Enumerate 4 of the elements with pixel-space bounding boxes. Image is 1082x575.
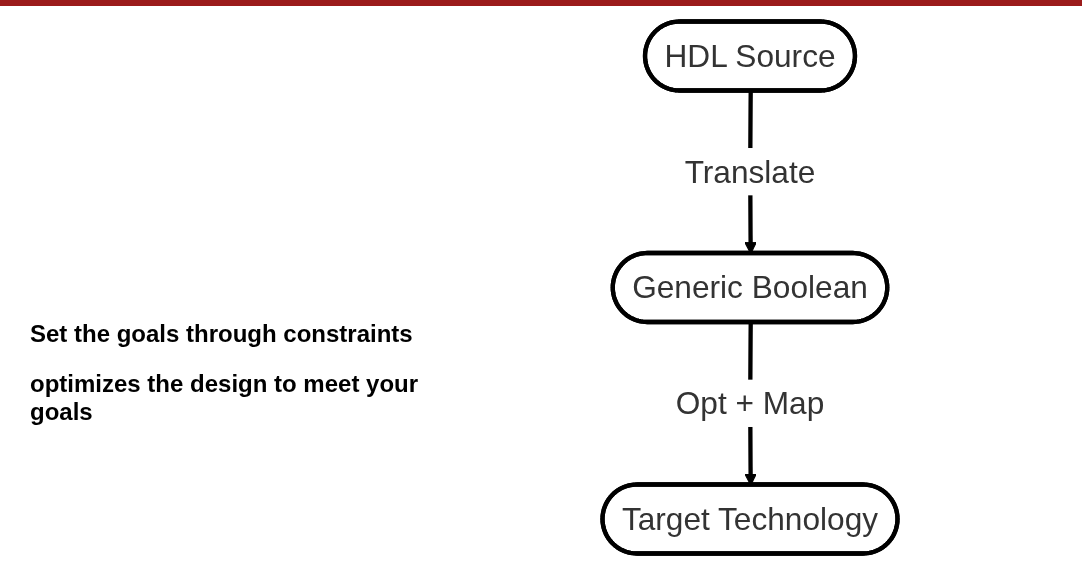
edge-label: Translate [684, 153, 816, 190]
note-text: Set the goals through constraints [30, 320, 414, 348]
note-text: optimizes the design to meet your goals [30, 370, 420, 426]
edge-label: Opt + Map [675, 385, 825, 422]
